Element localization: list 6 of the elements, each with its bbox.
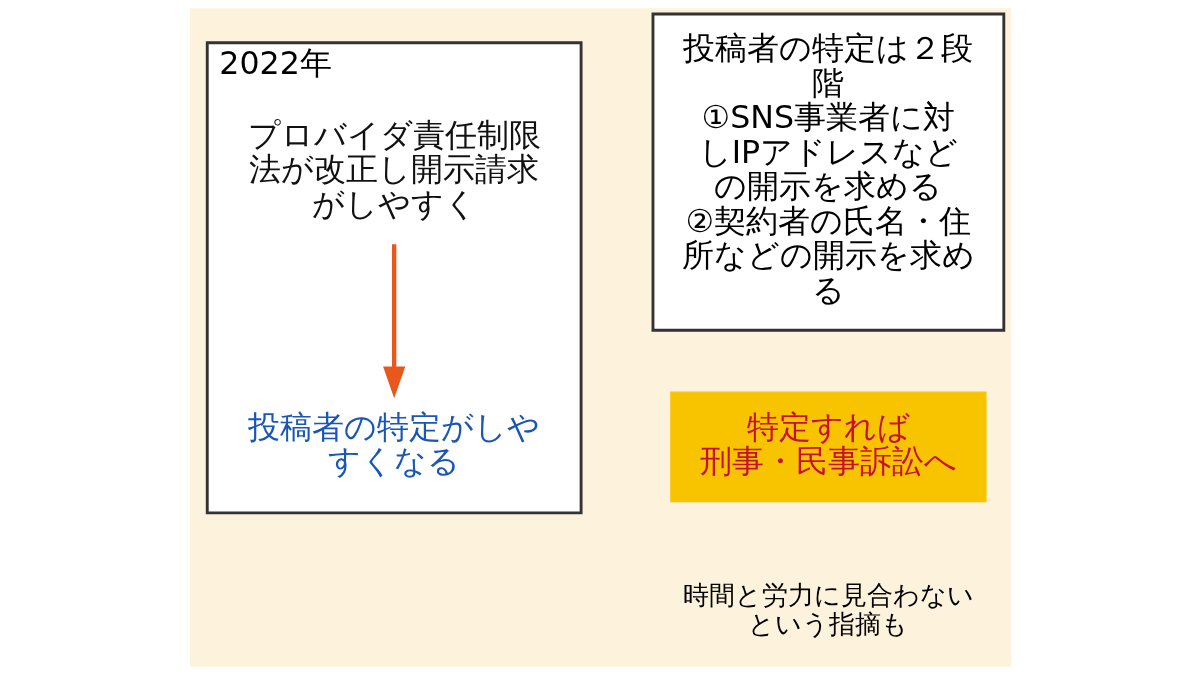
node-box: 特定すれば 刑事・民事訴訟へ xyxy=(669,391,987,503)
node-text: 投稿者の特定がしやすくなる xyxy=(247,408,540,480)
node-text: プロバイダ責任制限法が改正し開示請求がしやすく xyxy=(247,116,541,222)
label: 時間と労力に見合わないという指摘も xyxy=(682,580,974,639)
node-box: 投稿者の特定は２段階 ①SNS事業者に対しIPアドレスなどの開示を求める ②契約者の氏名・住所などの開示を求める xyxy=(651,12,1005,332)
arrow xyxy=(382,244,405,399)
